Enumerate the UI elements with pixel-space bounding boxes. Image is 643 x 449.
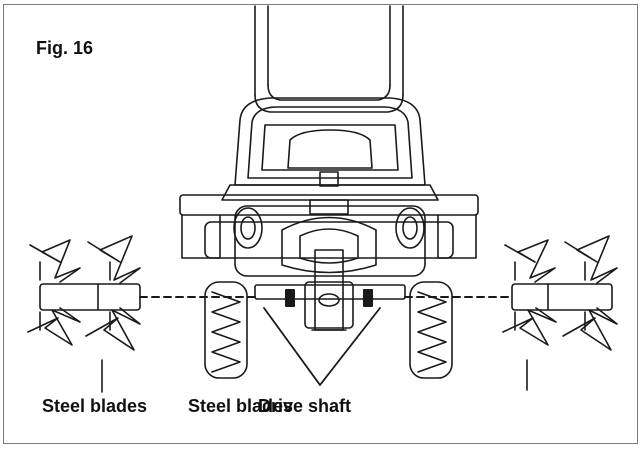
label-drive-shaft: Drive shaft — [258, 396, 352, 416]
label-steel-blades-left: Steel blades — [42, 396, 148, 416]
drive-shaft-leader-lines — [264, 308, 380, 385]
transport-wheel-right — [410, 282, 452, 378]
gearbox-frame — [180, 195, 478, 276]
gearbox-column — [255, 250, 405, 330]
figure-frame — [3, 4, 638, 444]
steel-blades-left — [28, 236, 140, 392]
steel-blades-right — [503, 236, 617, 390]
transport-wheel-left — [205, 282, 247, 378]
handlebar — [255, 6, 403, 112]
engine-housing — [222, 98, 438, 200]
label-steel-blades-right: Steel blades — [188, 396, 294, 416]
drive-shaft-dashed-line — [140, 290, 512, 306]
figure-title: Fig. 16 — [36, 38, 94, 58]
